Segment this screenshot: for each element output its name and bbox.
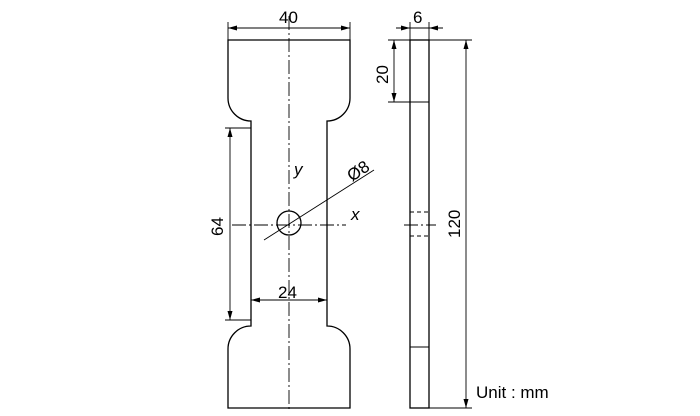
side-view: 6 20 120 (373, 8, 472, 409)
top-width-arrow-right (341, 25, 350, 31)
front-view: Ø8 y x 40 64 24 (208, 8, 375, 412)
gauge-length-arrow-bottom (227, 311, 233, 320)
front-view-outline (227, 39, 351, 409)
thickness-arrow-right (429, 25, 438, 31)
hole-diameter-leader (263, 169, 375, 241)
gauge-length-arrow-top (227, 128, 233, 137)
grip-length-arrow-top (391, 40, 397, 49)
total-length-arrow-top (463, 40, 469, 49)
gauge-width-label: 24 (278, 283, 297, 302)
top-width-arrow-left (228, 25, 237, 31)
y-axis-label: y (293, 160, 304, 179)
gauge-width-arrow-right (318, 297, 327, 303)
gauge-width-arrow-left (251, 297, 260, 303)
top-width-label: 40 (279, 8, 298, 27)
gauge-length-label: 64 (208, 217, 227, 236)
thickness-arrow-left (401, 25, 410, 31)
unit-label: Unit : mm (476, 383, 549, 402)
x-axis-label: x (350, 205, 360, 224)
side-view-outline (409, 39, 430, 409)
hole-diameter-label: Ø8 (344, 157, 373, 185)
total-length-arrow-bottom (463, 399, 469, 408)
center-hole (276, 210, 302, 236)
total-length-label: 120 (445, 210, 464, 238)
thickness-label: 6 (413, 8, 422, 27)
grip-length-label: 20 (373, 65, 392, 84)
grip-length-arrow-bottom (391, 93, 397, 102)
